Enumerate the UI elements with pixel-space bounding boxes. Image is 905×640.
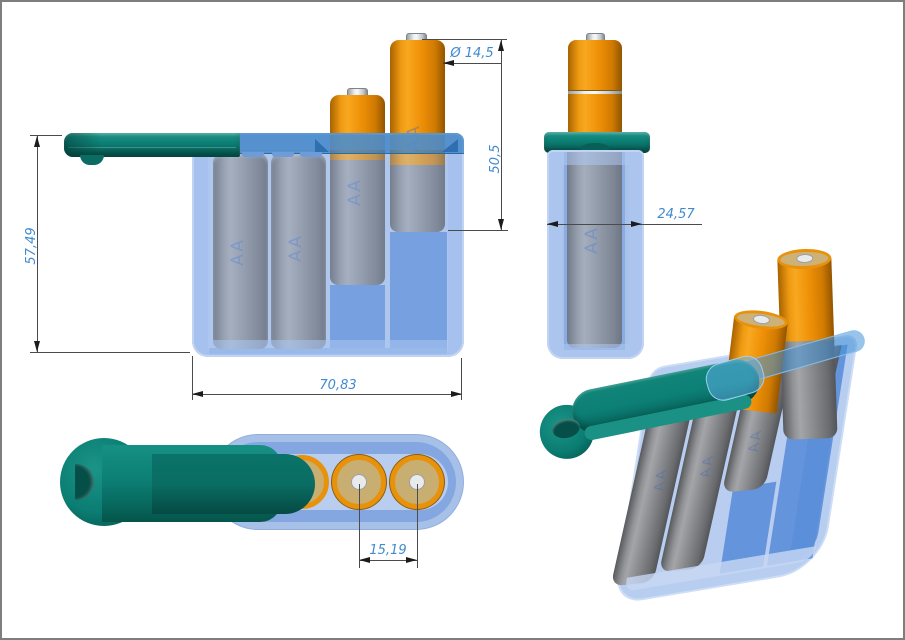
dim-arrow (497, 40, 504, 51)
dim-arrow (192, 390, 203, 397)
side-battery-body (567, 152, 622, 348)
dim-line (359, 560, 417, 561)
dim-ext-line (422, 39, 507, 40)
dim-arrow (359, 556, 370, 563)
side-battery-top (568, 40, 622, 135)
bottom-lid-face (152, 454, 315, 514)
dim-diameter: Ø 14,5 (450, 46, 494, 61)
front-slot-3 (330, 285, 385, 350)
dim-case-depth: 24,57 (657, 207, 695, 222)
dim-ext-line (30, 135, 62, 136)
dim-arrow (33, 136, 40, 147)
side-case-wall (547, 150, 644, 359)
slot-bevel (300, 152, 322, 157)
dim-ext-line (30, 352, 190, 353)
battery-aa-2 (271, 153, 326, 349)
dim-line (501, 40, 502, 230)
bottom-lid-notch (75, 464, 94, 500)
dim-case-width: 70,83 (319, 378, 357, 393)
battery-aa-1 (213, 153, 268, 349)
dim-ext-line (461, 358, 462, 400)
dim-ext-line (192, 356, 193, 400)
dim-arrow (406, 556, 417, 563)
slot-bevel (242, 152, 264, 157)
dim-arrow (451, 390, 462, 397)
battery-aa-4-body (390, 165, 445, 232)
front-slot-4 (390, 232, 447, 350)
side-collar-dip (581, 143, 609, 153)
dim-case-height: 57,49 (24, 227, 39, 265)
dim-arrow (33, 341, 40, 352)
dim-ext-line (417, 484, 418, 568)
dim-line (37, 136, 38, 352)
band-chamfer (315, 139, 329, 152)
dim-arrow (547, 220, 558, 227)
dim-arrow (631, 220, 642, 227)
dim-terminal-pitch: 15,19 (369, 543, 407, 558)
front-lid-cap (64, 133, 102, 157)
dim-line (443, 63, 502, 64)
band-chamfer (442, 139, 458, 152)
front-case-wall (192, 133, 464, 357)
dim-line (192, 394, 462, 395)
dim-arrow (497, 219, 504, 230)
front-slot-bottom (209, 348, 447, 354)
dim-arrow (443, 59, 454, 66)
dim-line (547, 224, 702, 225)
front-lid-tab (80, 155, 104, 165)
side-collar (544, 132, 650, 153)
dim-ext-line (448, 230, 508, 231)
side-battery-ring (568, 90, 622, 94)
dim-ext-line (359, 484, 360, 568)
dim-exposed-height: 50,5 (488, 144, 503, 174)
battery-aa-3-body (330, 160, 385, 285)
front-lid-seam (68, 147, 236, 148)
slot-bevel (272, 152, 294, 157)
